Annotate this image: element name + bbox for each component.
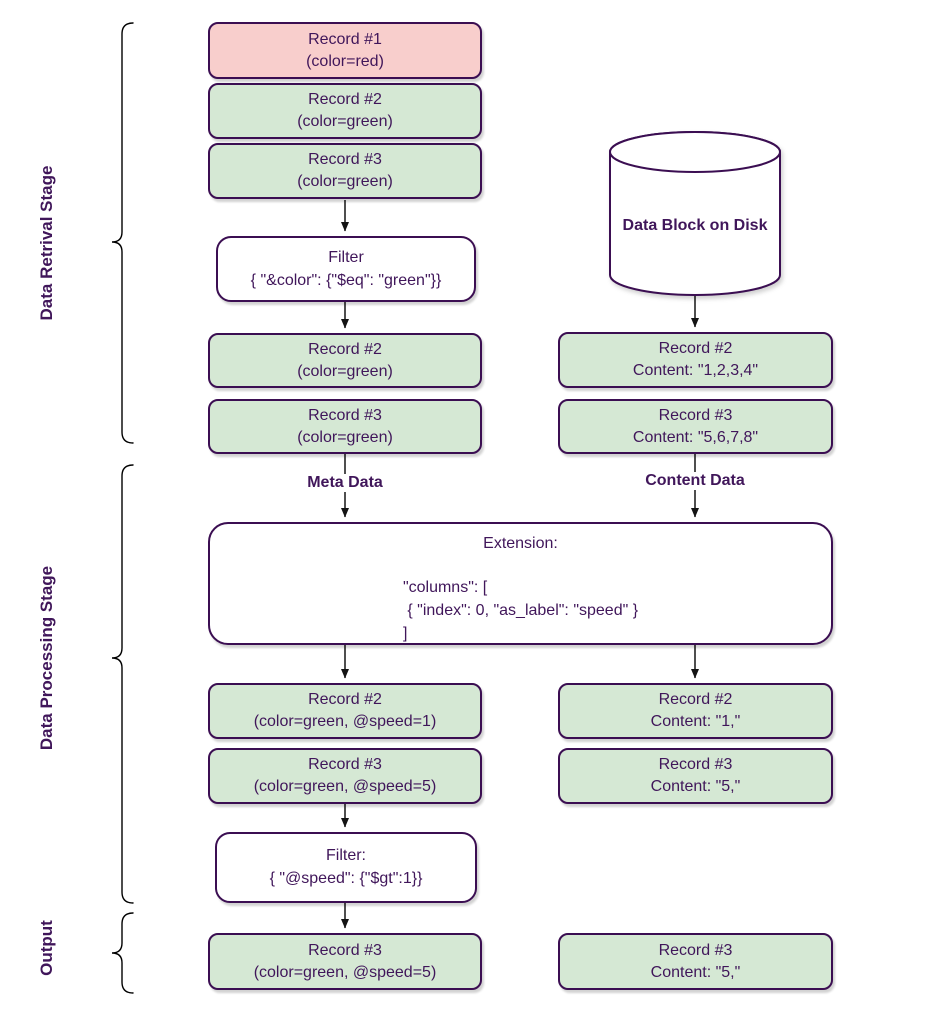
node-title: Record #2 [308,691,382,708]
stage-label-data-processing: Data Processing Stage [37,565,56,751]
node-title: Record #3 [308,406,382,424]
extension-code-line: { "index": 0, "as_label": "speed" } [402,602,639,619]
node-record3-content: Record #3 Content: "5,6,7,8" [558,399,833,454]
node-record2-speed: Record #2 (color=green, @speed=1) [208,683,482,739]
node-record1-meta: Record #1 (color=red) [208,22,482,79]
node-detail: (color=green, @speed=5) [253,778,437,795]
node-filter-speed: Filter: { "@speed": {"$gt":1}} [215,832,477,903]
extension-code-line: "columns": [ [402,579,488,596]
node-title: Record #3 [658,941,733,959]
disk-label: Data Block on Disk [622,217,768,234]
node-detail: (color=green) [297,362,393,380]
node-title: Extension: [483,535,558,552]
node-detail: Content: "1," [650,713,741,730]
extension-code-line: ] [402,625,408,642]
node-title: Record #3 [658,406,733,424]
node-detail: (color=green) [297,173,393,190]
node-record3-meta-filtered: Record #3 (color=green) [208,399,482,454]
node-title: Record #2 [658,340,733,357]
label-content-data: Content Data [642,472,748,490]
brace-output [111,912,134,994]
node-detail: { "@speed": {"$gt":1}} [269,870,423,887]
node-title: Record #2 [658,691,733,708]
node-detail: { "&color": {"$eq": "green"}} [250,271,442,289]
node-detail: (color=green) [297,113,393,130]
node-detail: Content: "5," [650,963,741,981]
stage-label-output: Output [37,920,56,976]
node-detail: (color=green) [297,428,393,446]
node-title: Record #3 [308,756,382,773]
node-detail: Content: "5," [650,778,741,795]
node-record2-meta: Record #2 (color=green) [208,83,482,139]
label-meta-data: Meta Data [304,474,386,492]
node-title: Filter: [326,847,366,864]
node-detail: Content: "1,2,3,4" [632,362,759,379]
node-record2-content-proj: Record #2 Content: "1," [558,683,833,739]
brace-data-retrieval-stage [111,22,134,444]
node-detail: (color=green, @speed=5) [253,963,437,981]
node-record2-content: Record #2 Content: "1,2,3,4" [558,332,833,388]
node-title: Filter [328,248,364,266]
node-title: Record #2 [308,340,382,358]
node-detail: (color=red) [306,52,384,70]
node-record3-output-meta: Record #3 (color=green, @speed=5) [208,933,482,990]
node-detail: Content: "5,6,7,8" [632,428,759,446]
node-title: Record #3 [658,756,733,773]
node-title: Record #1 [308,30,382,48]
brace-data-processing-stage [111,464,134,904]
node-record3-meta: Record #3 (color=green) [208,143,482,199]
node-record3-output-content: Record #3 Content: "5," [558,933,833,990]
node-detail: (color=green, @speed=1) [253,713,437,730]
node-extension: Extension: "columns": [ { "index": 0, "a… [208,522,833,645]
node-record3-speed: Record #3 (color=green, @speed=5) [208,748,482,804]
node-title: Record #3 [308,941,382,959]
node-title: Record #2 [308,91,382,108]
extension-code-block: "columns": [ { "index": 0, "as_label": "… [403,576,638,645]
node-title: Record #3 [308,151,382,168]
stage-label-data-retrieval: Data Retrival Stage [37,165,56,321]
node-record2-meta-filtered: Record #2 (color=green) [208,333,482,388]
node-filter-color: Filter { "&color": {"$eq": "green"}} [216,236,476,302]
node-record3-content-proj: Record #3 Content: "5," [558,748,833,804]
